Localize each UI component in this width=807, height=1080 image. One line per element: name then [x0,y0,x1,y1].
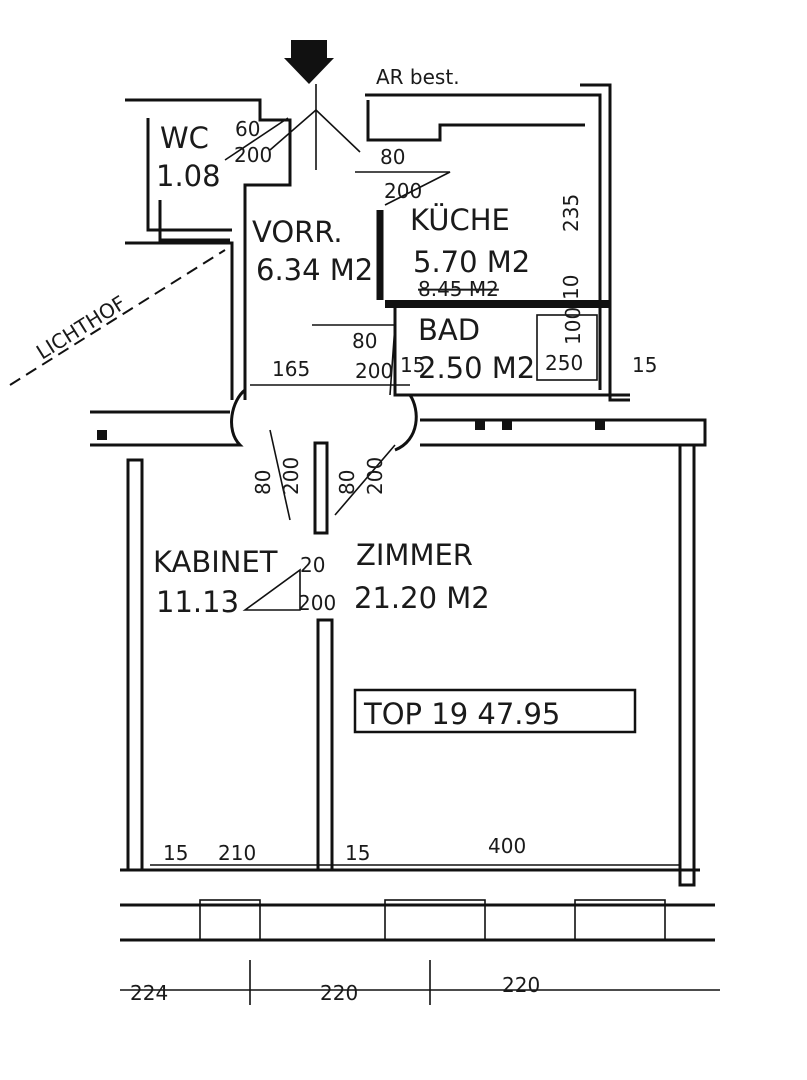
bad-area: 2.50 M2 [418,351,535,385]
walls [9,83,720,1005]
partition-stub [313,441,329,535]
unit-label-box [353,688,637,734]
kueche-bad-wall-dim: 10 [559,275,583,300]
zimmer-wall-dim: 15 [345,841,370,865]
kabinett-wall-dim: 15 [163,841,188,865]
kabinett-door-height: 200 [279,457,303,495]
bathtub-length-dim: 250 [545,351,583,375]
window-1 [199,899,261,941]
kueche-old-area: 8.45 M2 [418,277,499,301]
right-wall-dim: 15 [632,353,657,377]
wc-door-width: 60 [235,117,260,141]
kueche-door-width: 80 [380,145,405,169]
vorraum-area: 6.34 M2 [256,253,373,287]
wc-name: WC [160,121,209,155]
axis-dim-1: 224 [130,981,168,1005]
zimmer-right-wall [678,443,696,887]
kabinett-zimmer-wall [316,618,334,872]
zimmer-name: ZIMMER [356,538,473,572]
kabinett-door-width: 80 [251,470,275,495]
window-3 [574,899,666,941]
kabinett-left-wall [126,458,144,872]
kabinett-name: KABINET [153,545,278,579]
kueche-door-height: 200 [384,179,422,203]
bad-wall-dim: 15 [400,353,425,377]
kueche-area: 5.70 M2 [413,245,530,279]
bad-name: BAD [418,313,480,347]
axis-dim-2: 220 [320,981,358,1005]
zimmer-width-dim: 400 [488,834,526,858]
entrance-note: AR best. [376,65,460,89]
window-2 [384,899,486,941]
kueche-side-dim: 235 [559,194,583,232]
bathtub-width-dim: 100 [561,307,585,345]
kueche-name: KÜCHE [410,203,510,237]
bad-door-width: 80 [352,329,377,353]
wc-area: 1.08 [156,159,221,193]
entrance-arrow-icon [269,40,361,170]
kabinett-door-200: 200 [298,591,336,615]
zimmer-door-height: 200 [363,457,387,495]
zimmer-area: 21.20 M2 [354,581,490,615]
wc-door-height: 200 [234,143,272,167]
axis-dim-3: 220 [502,973,540,997]
bad-door-height: 200 [355,359,393,383]
vorraum-name: VORR. [252,215,343,249]
unit-label: TOP 19 47.95 [363,697,560,731]
kueche-bad-wall [385,300,610,308]
kabinett-door-20: 20 [300,553,325,577]
bathtub [536,314,598,381]
vorraum-width-dim: 165 [272,357,310,381]
lichthof-label: LICHTHOF [32,291,130,365]
kabinett-area: 11.13 [156,585,239,619]
zimmer-door-width: 80 [335,470,359,495]
door-swings [224,117,451,611]
kabinett-width-dim: 210 [218,841,256,865]
